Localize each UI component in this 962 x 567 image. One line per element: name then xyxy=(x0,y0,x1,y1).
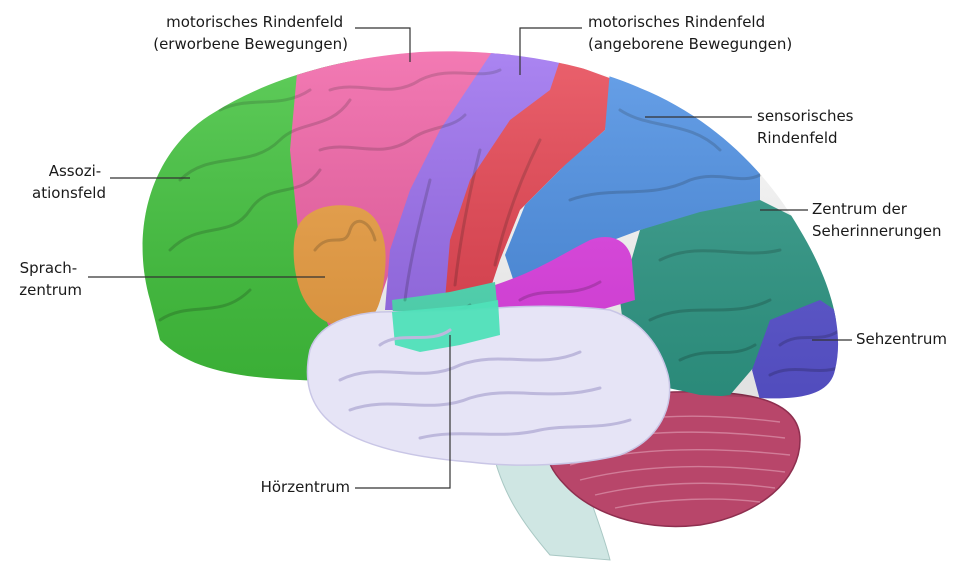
label-motor-innate: motorisches Rindenfeld (angeborene Beweg… xyxy=(588,13,792,53)
label-speech: Sprach- zentrum xyxy=(19,259,82,299)
label-motor-acquired: motorisches Rindenfeld (erworbene Bewegu… xyxy=(153,13,348,53)
label-visual-memory: Zentrum der Seherinnerungen xyxy=(812,200,942,240)
label-sensory: sensorisches Rindenfeld xyxy=(757,107,858,147)
label-association: Assozi- ationsfeld xyxy=(32,162,106,202)
label-auditory: Hörzentrum xyxy=(261,478,350,496)
label-visual: Sehzentrum xyxy=(856,330,947,348)
